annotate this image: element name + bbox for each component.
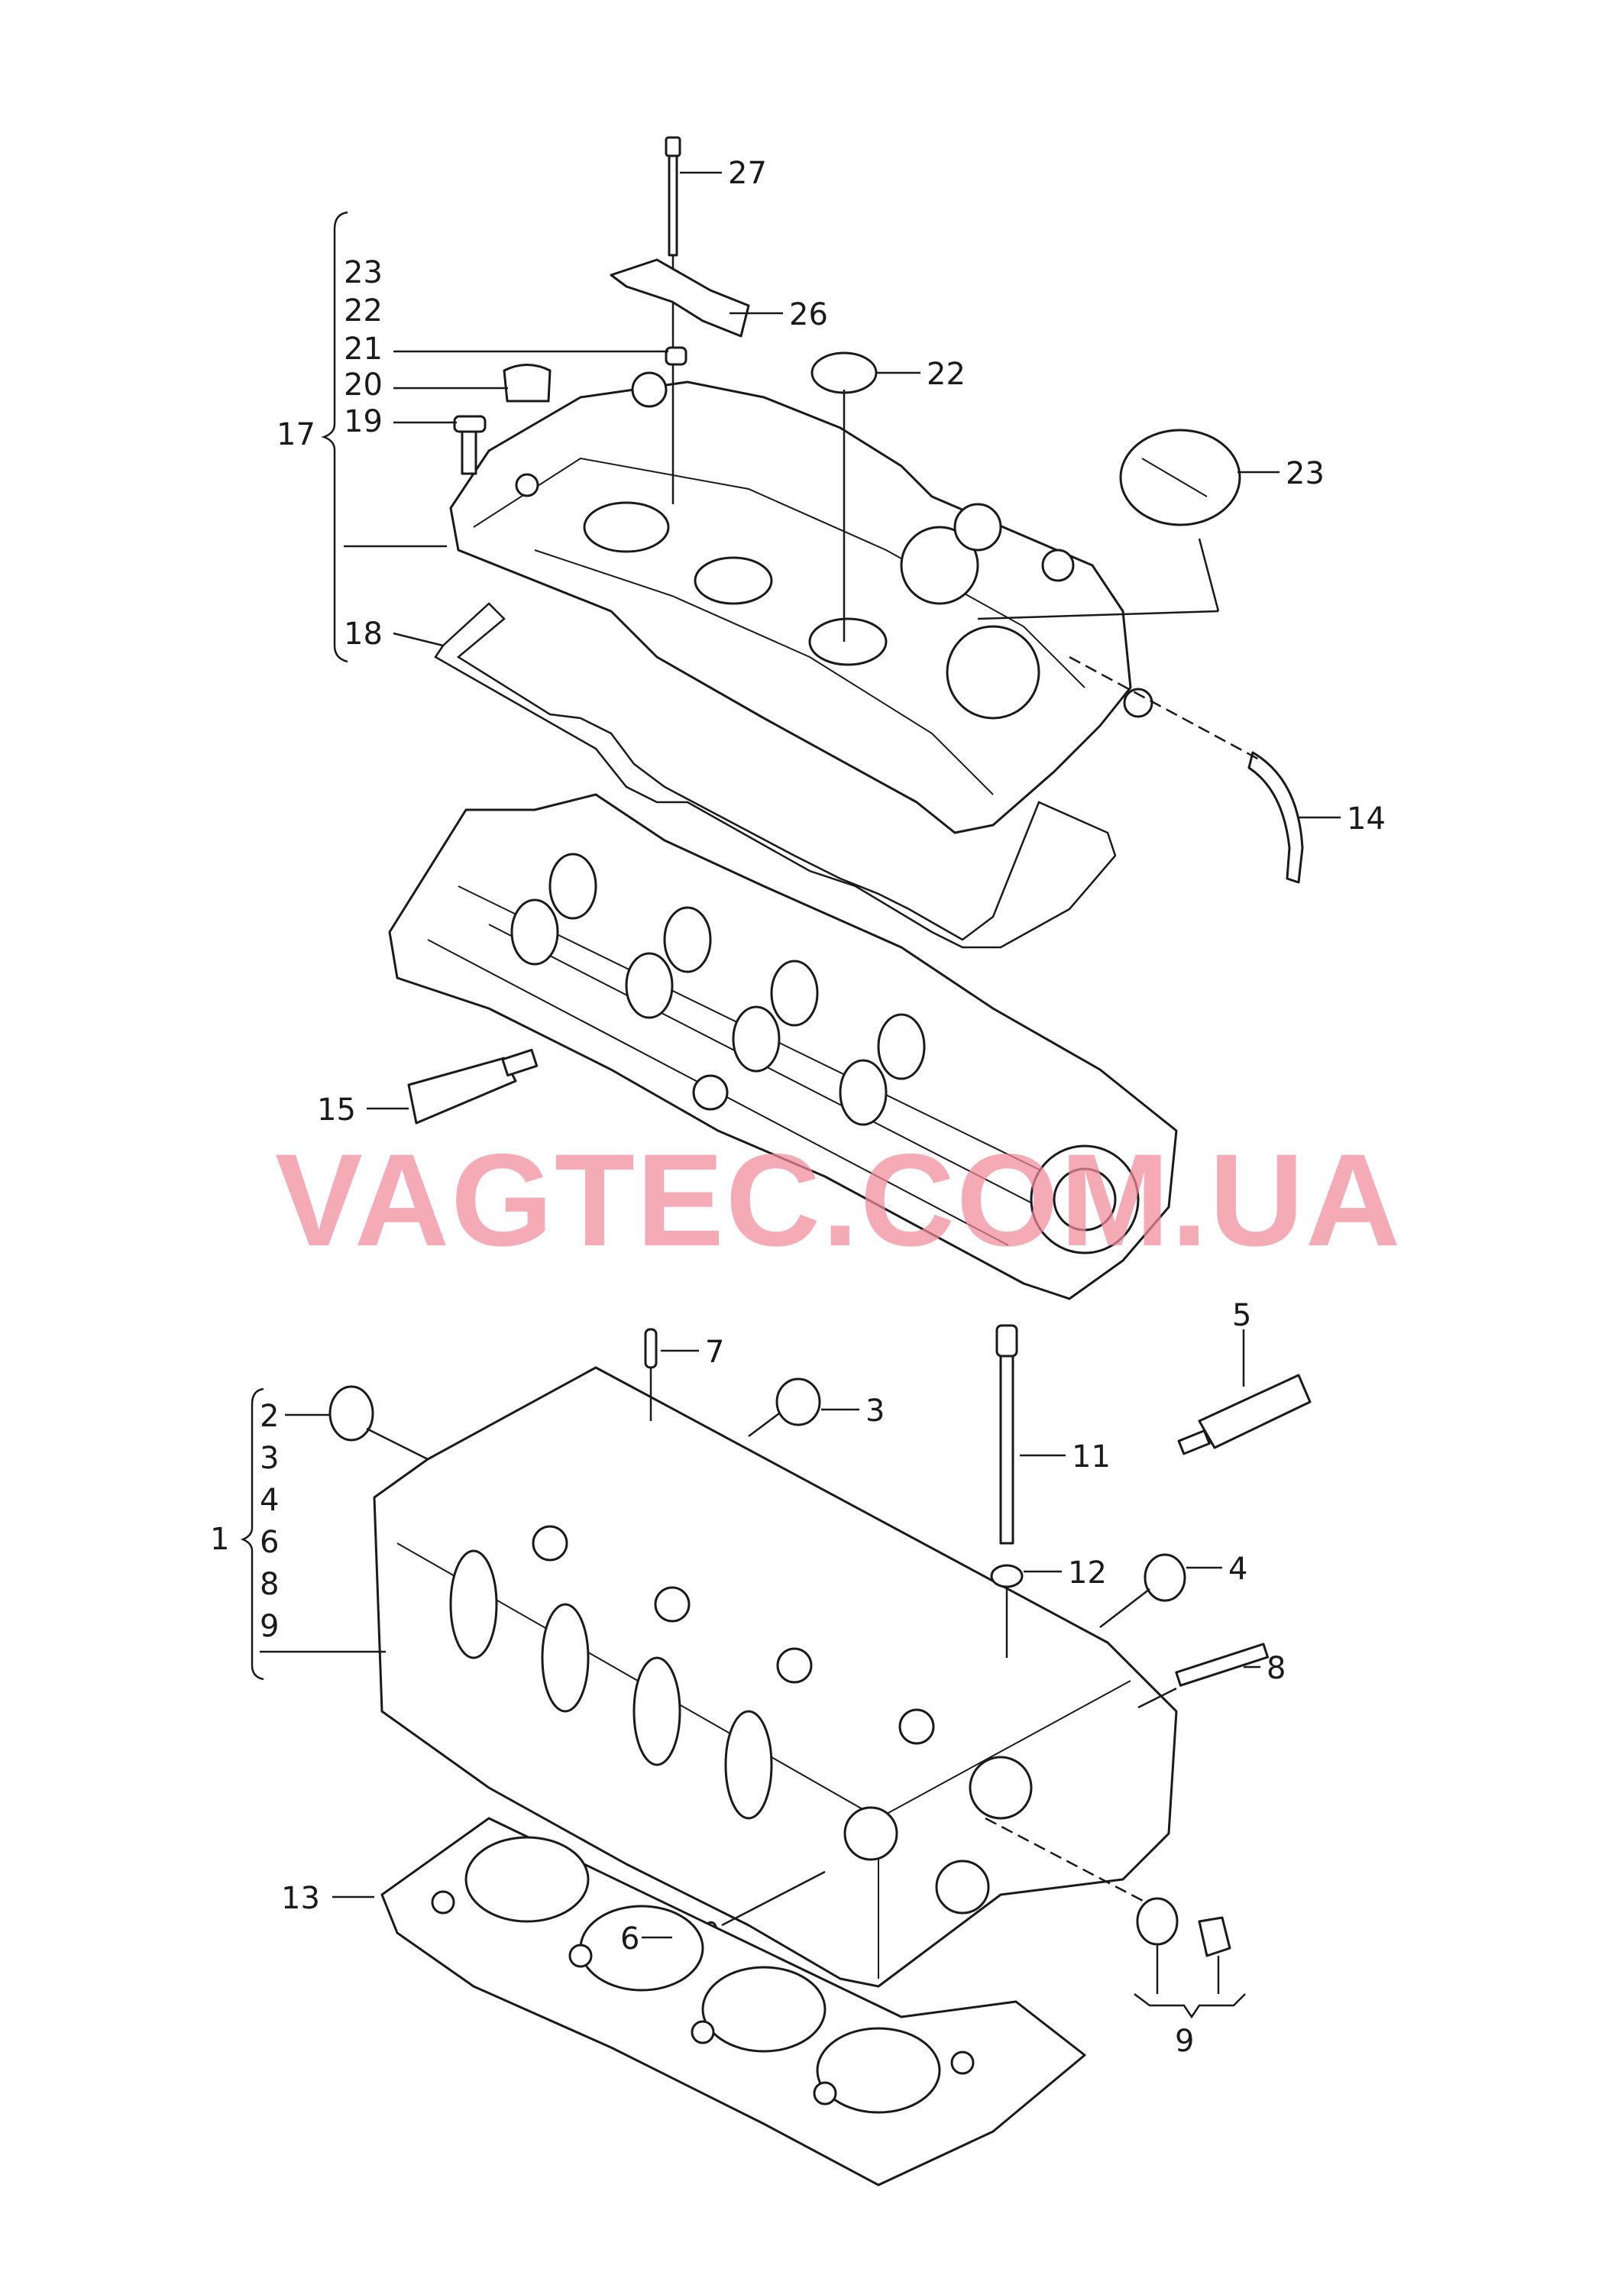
group17-item-19: 19 — [344, 404, 383, 439]
label-27: 27 — [728, 156, 767, 191]
plug-9 — [1136, 1897, 1231, 1957]
leader-lines — [240, 171, 1341, 2019]
group17-item-21: 21 — [344, 332, 383, 367]
group1-item-9: 9 — [260, 1609, 279, 1644]
label-18: 18 — [344, 617, 383, 652]
plug-4 — [1144, 1553, 1186, 1602]
plug-3 — [775, 1377, 821, 1426]
label-7: 7 — [705, 1335, 724, 1370]
bolt-19 — [453, 415, 487, 475]
group17-item-22: 22 — [344, 293, 383, 329]
callout-labels: 27 26 22 23 14 18 17 23 22 21 20 19 15 7… — [210, 156, 1386, 2059]
group1-item-6: 6 — [260, 1525, 279, 1560]
label-8: 8 — [1267, 1651, 1286, 1686]
hose-14 — [1247, 751, 1304, 884]
label-23: 23 — [1286, 456, 1325, 491]
label-17: 17 — [277, 417, 315, 452]
seal-21 — [665, 346, 687, 366]
label-11: 11 — [1072, 1439, 1111, 1474]
head-gasket-13 — [380, 1817, 1086, 2187]
group1-item-2: 2 — [260, 1399, 279, 1434]
valve-cover — [449, 371, 1153, 834]
camshaft-housing — [388, 793, 1178, 1300]
label-1: 1 — [210, 1522, 229, 1557]
label-22: 22 — [927, 357, 966, 392]
label-6: 6 — [620, 1921, 639, 1957]
group17-item-20: 20 — [344, 367, 383, 403]
label-12: 12 — [1068, 1555, 1107, 1591]
bolt-11 — [995, 1324, 1018, 1545]
gasket-18 — [434, 602, 1117, 949]
plug-20 — [503, 364, 552, 403]
label-26: 26 — [789, 297, 828, 332]
group1-item-3: 3 — [260, 1441, 279, 1476]
label-13: 13 — [281, 1881, 320, 1916]
label-4: 4 — [1228, 1552, 1247, 1587]
washer-12 — [990, 1564, 1024, 1588]
sealant-tube-15 — [407, 1048, 539, 1125]
cylinder-head — [373, 1366, 1178, 1988]
label-9: 9 — [1175, 2024, 1194, 2059]
oil-filler-cap-23 — [977, 429, 1241, 620]
label-15: 15 — [317, 1092, 356, 1128]
watermark-text: VAGTEC.COM.UA — [275, 1127, 1402, 1274]
group1-item-8: 8 — [260, 1567, 279, 1602]
pin-7 — [644, 1328, 658, 1369]
group1-item-4: 4 — [260, 1483, 279, 1518]
sealant-tube-5 — [1177, 1374, 1312, 1455]
group17-item-23: 23 — [344, 255, 383, 290]
label-14: 14 — [1347, 801, 1386, 837]
plug-2 — [328, 1385, 374, 1442]
label-5: 5 — [1232, 1298, 1251, 1333]
stud-8 — [1175, 1643, 1270, 1687]
bracket-26 — [610, 258, 750, 338]
label-3: 3 — [865, 1394, 885, 1429]
seal-22 — [810, 351, 878, 394]
